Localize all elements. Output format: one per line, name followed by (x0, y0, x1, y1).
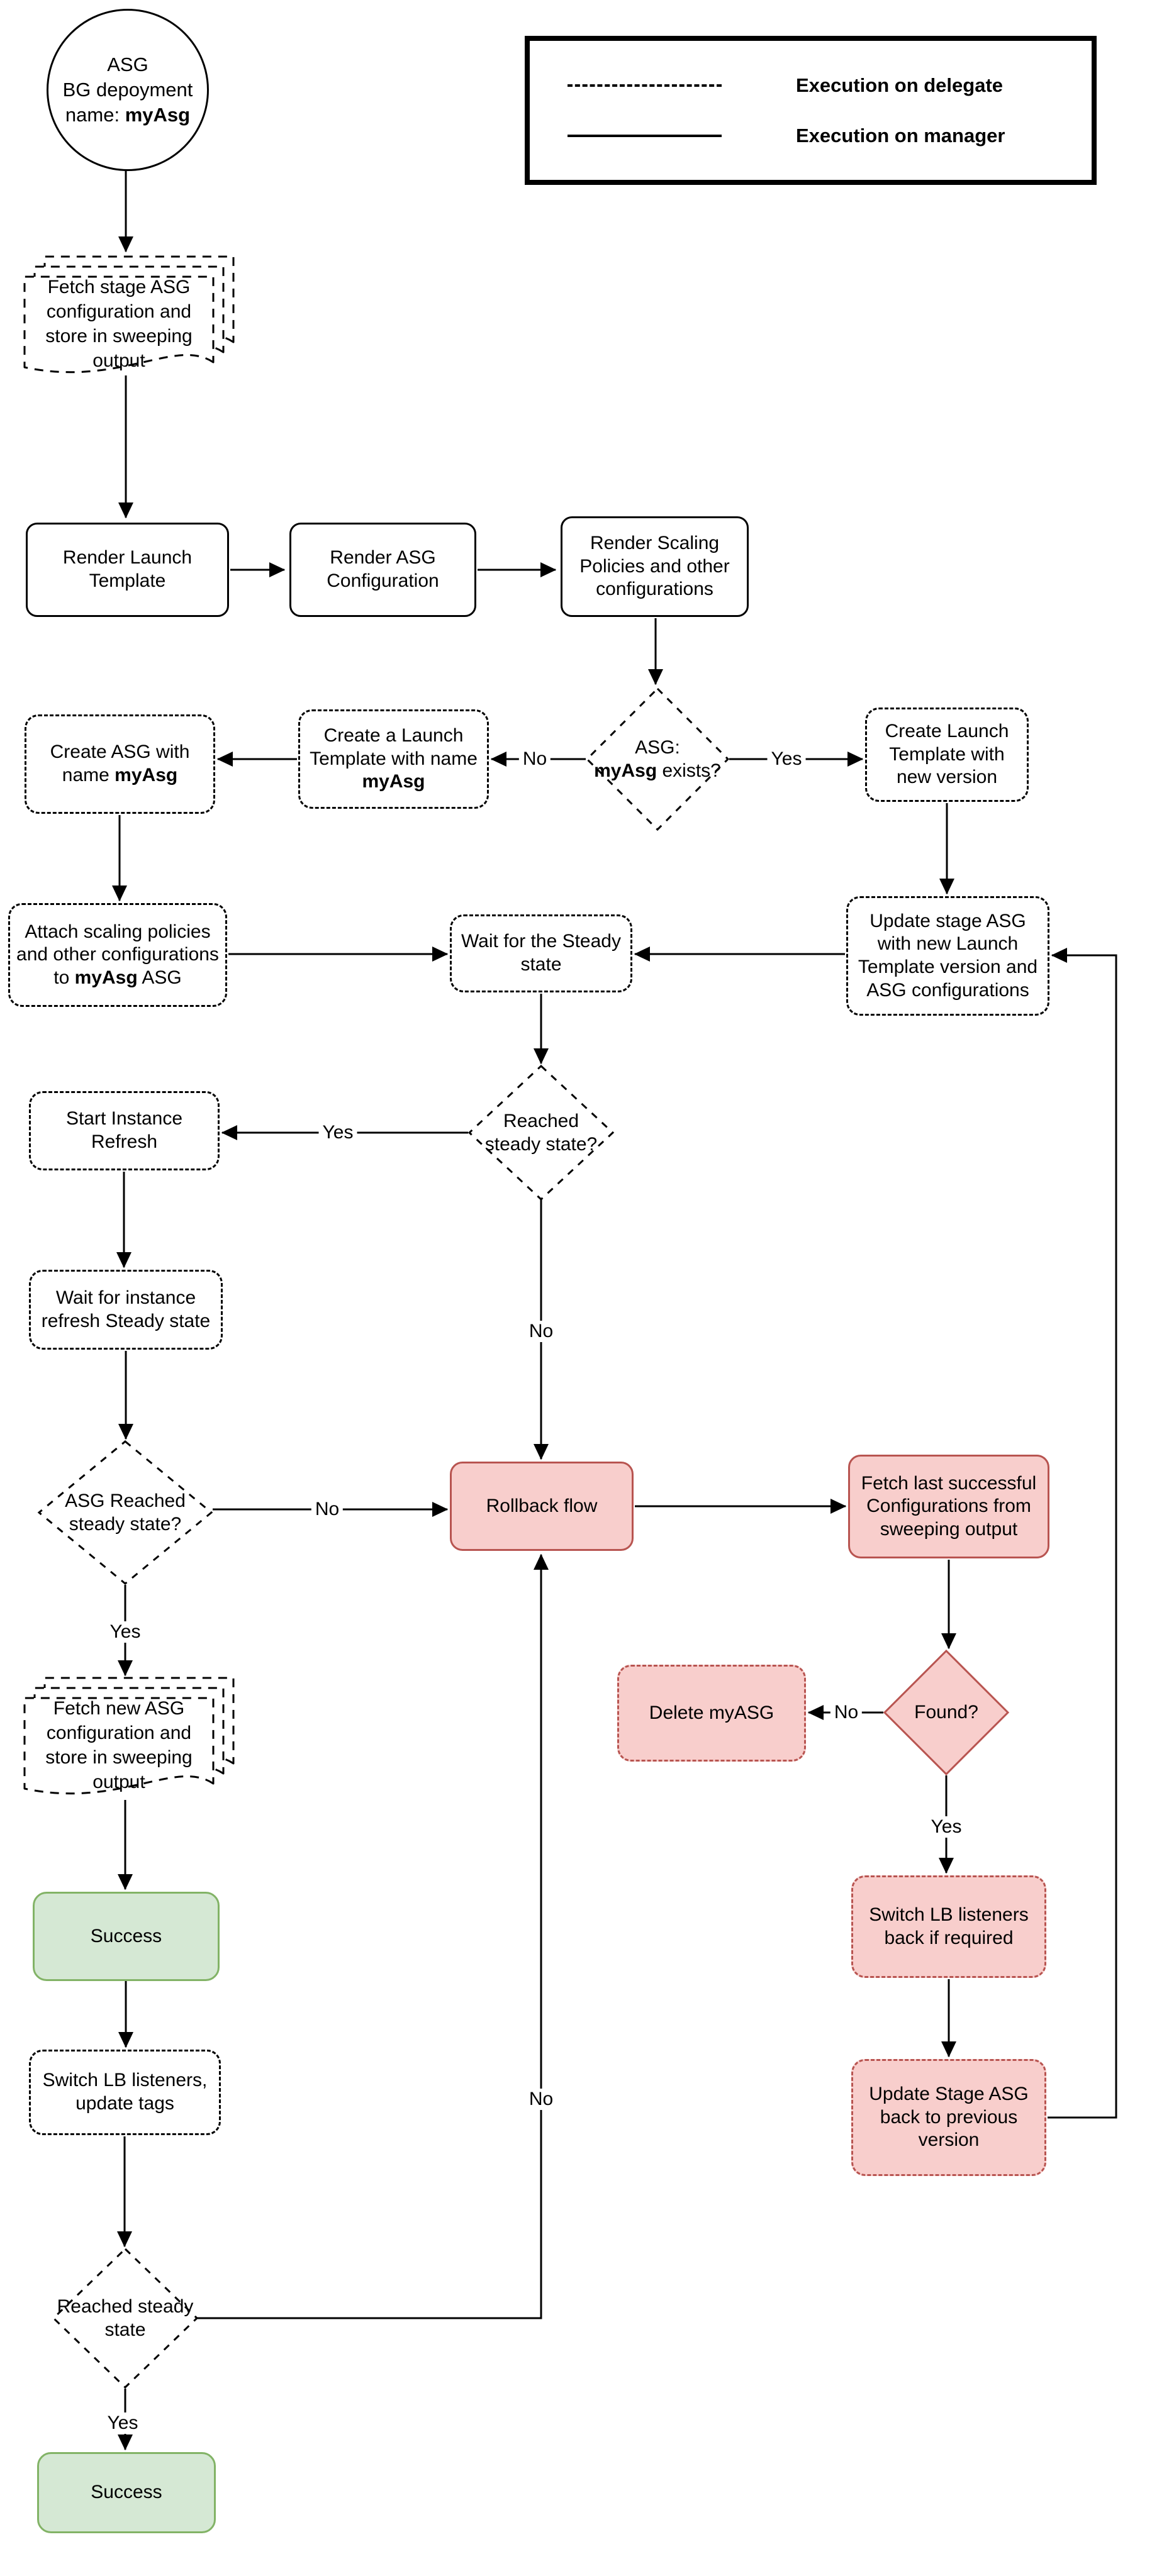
legend-delegate-label: Execution on delegate (796, 74, 1004, 96)
connector-reachedsteady2-no-to-rollback (197, 1553, 549, 2319)
edge-label-yes-found: Yes (927, 1816, 966, 1838)
dashed-line-sample (568, 84, 722, 87)
connector-updatestageback-to-updatestage (1048, 948, 1117, 2119)
reached-steady-label: Reached steady state? (484, 1110, 598, 1155)
found-diamond (883, 1649, 1010, 1776)
create-asg-label: Create ASG with name myAsg (50, 741, 190, 786)
fetch-last-node: Fetch last successful Configurations fro… (848, 1455, 1049, 1558)
start-node-label: ASG BG depoyment name: myAsg (62, 53, 193, 126)
update-stage-node: Update stage ASG with new Launch Templat… (846, 896, 1049, 1016)
render-scaling-node: Render Scaling Policies and other config… (561, 516, 749, 617)
fetch-new-document-shape (23, 1677, 235, 1795)
fetch-stage-document-shape (23, 255, 235, 374)
attach-scaling-label: Attach scaling policies and other config… (16, 921, 219, 988)
create-asg-node: Create ASG with name myAsg (25, 714, 215, 814)
asg-reached-diamond (37, 1440, 213, 1585)
fetch-new-node-label: Fetch new ASG configuration and store in… (45, 1698, 193, 1792)
render-asg-node: Render ASG Configuration (289, 523, 476, 617)
edge-label-yes-asgexists: Yes (767, 748, 806, 770)
success-node-2: Success (37, 2452, 216, 2533)
switch-lb-back-node: Switch LB listeners back if required (851, 1875, 1046, 1978)
fetch-stage-node-label: Fetch stage ASG configuration and store … (45, 277, 193, 371)
legend-row-delegate: Execution on delegate (568, 74, 1054, 97)
start-instance-node: Start Instance Refresh (29, 1091, 220, 1170)
solid-line-sample (568, 134, 722, 137)
create-launch-name-label: Create a Launch Template with name myAsg (310, 725, 478, 792)
delete-myasg-node: Delete myASG (617, 1665, 806, 1762)
legend-row-manager: Execution on manager (568, 125, 1054, 147)
edge-label-yes-reachedsteady: Yes (318, 1122, 357, 1143)
legend-manager-label: Execution on manager (796, 124, 1005, 147)
edge-label-no-asgexists: No (518, 748, 551, 770)
wait-steady-node: Wait for the Steady state (450, 914, 632, 992)
edge-label-no-found: No (830, 1702, 863, 1723)
success-node-1: Success (33, 1892, 220, 1981)
wait-instance-node: Wait for instance refresh Steady state (29, 1270, 223, 1350)
reached-steady2-label: Reached steady state (57, 2296, 194, 2341)
asg-exists-diamond (585, 687, 730, 831)
reached-steady2-diamond (52, 2247, 199, 2389)
asg-exists-label: ASG:myAsg exists? (594, 736, 721, 782)
edge-label-no-reachedsteady2: No (525, 2089, 557, 2110)
start-node: ASG BG depoyment name: myAsg (47, 9, 209, 171)
rollback-node: Rollback flow (450, 1462, 634, 1551)
create-launch-name-node: Create a Launch Template with name myAsg (298, 709, 489, 809)
found-label: Found? (914, 1702, 978, 1723)
switch-lb-tags-node: Switch LB listeners, update tags (29, 2050, 221, 2135)
legend: Execution on delegate Execution on manag… (525, 36, 1097, 185)
attach-scaling-node: Attach scaling policies and other config… (8, 903, 227, 1007)
render-launch-node: Render Launch Template (26, 523, 229, 617)
edge-label-no-asgreached: No (311, 1499, 344, 1520)
edge-label-yes-reachedsteady2: Yes (103, 2412, 142, 2434)
update-stage-back-node: Update Stage ASG back to previous versio… (851, 2059, 1046, 2176)
create-launch-new-node: Create Launch Template with new version (865, 708, 1029, 802)
asg-reached-label: ASG Reached steady state? (65, 1490, 186, 1535)
edge-label-no-reachedsteady: No (525, 1321, 557, 1342)
edge-label-yes-asgreached: Yes (106, 1621, 145, 1643)
